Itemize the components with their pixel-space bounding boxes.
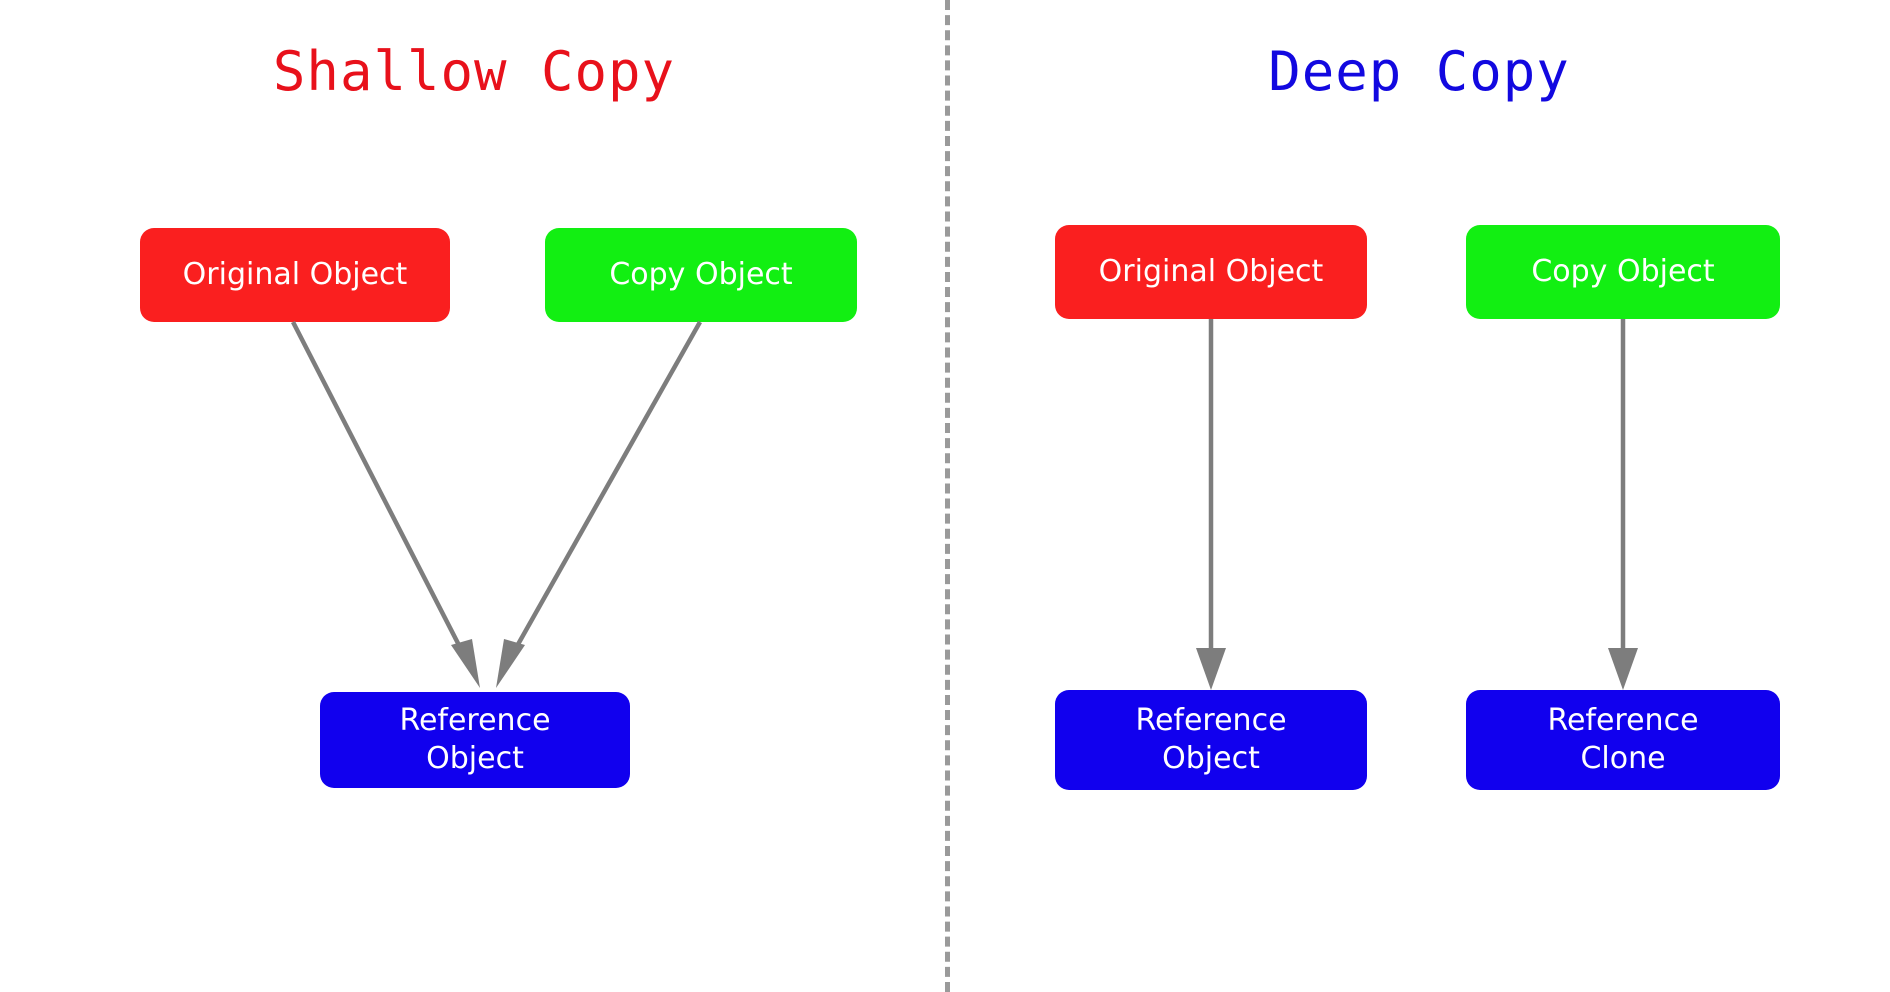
deep-reference-clone-label: Reference Clone [1537,702,1708,779]
deep-reference-clone-line2: Clone [1580,741,1666,776]
deep-reference-object-label: Reference Object [1125,702,1296,779]
deep-original-object-label: Original Object [1098,253,1324,289]
shallow-copy-object-label: Copy Object [609,256,793,292]
deep-copy-title: Deep Copy [1268,40,1570,103]
arrow-deep-original-to-reference [1196,319,1226,690]
deep-reference-clone-line1: Reference [1547,702,1699,738]
shallow-original-object-label: Original Object [182,256,408,292]
arrow-deep-copy-to-clone [1608,319,1638,690]
deep-reference-object-line2: Object [1162,741,1260,776]
shallow-reference-object-box[interactable]: Reference Object [320,692,630,788]
shallow-reference-object-label: Reference Object [389,702,560,779]
shallow-copy-object-box[interactable]: Copy Object [545,228,857,322]
panel-divider [945,0,950,992]
deep-copy-object-box[interactable]: Copy Object [1466,225,1780,319]
deep-reference-object-box[interactable]: Reference Object [1055,690,1367,790]
shallow-copy-title: Shallow Copy [272,40,676,103]
shallow-reference-object-line1: Reference [399,702,551,738]
shallow-reference-object-line2: Object [426,741,524,776]
deep-reference-clone-box[interactable]: Reference Clone [1466,690,1780,790]
deep-reference-object-line1: Reference [1135,702,1287,738]
deep-original-object-box[interactable]: Original Object [1055,225,1367,319]
arrow-shallow-copy-to-reference [496,320,702,688]
shallow-original-object-box[interactable]: Original Object [140,228,450,322]
arrow-shallow-original-to-reference [290,320,480,688]
deep-copy-object-label: Copy Object [1531,253,1715,289]
